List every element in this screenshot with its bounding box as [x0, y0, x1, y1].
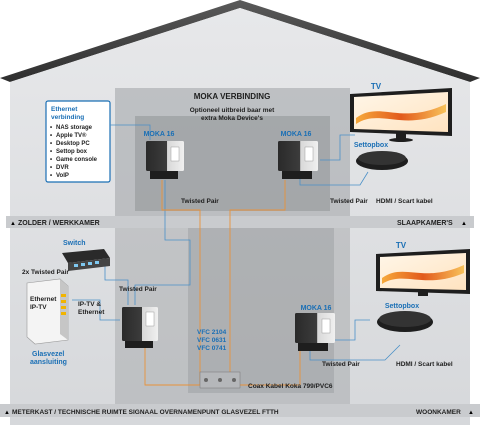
coax-label: Coax Kabel Koka 799/PVC6 — [248, 383, 333, 390]
ethernet-iptv-1: Ethernet — [30, 296, 57, 303]
ethernet-item: • — [50, 157, 52, 163]
tv-lower-label: TV — [396, 241, 407, 250]
ethernet-item: • — [50, 141, 52, 147]
moka-bottom-label: MOKA 16 — [301, 305, 332, 312]
twisted-pair-lower-right: Twisted Pair — [322, 361, 360, 368]
ethernet-heading-1: Ethernet — [51, 106, 78, 113]
glasvezel-1: Glasvezel — [32, 351, 64, 358]
floor-lower-left: METERKAST / TECHNISCHE RUIMTE SIGNAAL OV… — [12, 409, 279, 416]
ethernet-item-label: VoIP — [56, 173, 69, 179]
ethernet-item: • — [50, 149, 52, 155]
tv-upper: TV — [350, 82, 452, 142]
twisted-pair-mid: Twisted Pair — [119, 286, 157, 293]
iptv-ethernet-2: Ethernet — [78, 309, 105, 316]
vfc-label-2: VFC 0631 — [197, 337, 227, 344]
ethernet-item-label: NAS storage — [56, 125, 93, 131]
twisted-pair-upper-left: Twisted Pair — [181, 198, 219, 205]
ethernet-item-label: DVR — [56, 165, 69, 171]
cable-iptv-to-modem — [72, 299, 120, 321]
settopbox-lower: Settopbox — [377, 303, 433, 332]
floor-lower-left-arrow: ▲ — [4, 410, 10, 416]
moka-device-left: MOKA 16 — [144, 131, 184, 179]
floor-bar-upper — [6, 216, 474, 228]
cable-ethernet-to-moka-left — [110, 124, 151, 140]
modem-device — [122, 307, 158, 348]
floor-upper-left: ZOLDER / WERKKAMER — [18, 220, 100, 227]
floor-upper-right: SLAAPKAMER'S — [397, 220, 453, 227]
ethernet-heading-2: verbinding — [51, 114, 84, 121]
two-twisted-pair: 2x Twisted Pair — [22, 269, 69, 276]
coax-from-modem — [144, 345, 200, 386]
glasvezel-2: aansluiting — [30, 359, 67, 366]
cables — [72, 124, 401, 361]
cable-switch-to-modem — [104, 258, 129, 305]
moka-device-right: MOKA 16 — [278, 131, 318, 179]
switch-device: Switch — [62, 240, 110, 271]
ethernet-item: • — [50, 125, 52, 131]
subtitle-line1: Optioneel uitbreid baar met — [190, 107, 275, 114]
fiber-box — [26, 278, 69, 345]
twisted-pair-upper-right: Twisted Pair — [330, 198, 368, 205]
ethernet-item: • — [50, 133, 52, 139]
coax-splitter — [199, 371, 241, 389]
ethernet-item-label: Settop box — [56, 149, 88, 155]
coax-cables — [144, 180, 301, 386]
tv-lower: TV — [376, 241, 470, 296]
cable-upper-twisted-right — [299, 171, 369, 186]
floor-bar-lower — [0, 404, 480, 417]
settopbox-upper-label: Settopbox — [354, 142, 388, 149]
hdmi-scart-upper: HDMI / Scart kabel — [376, 198, 433, 205]
cable-mid-twisted — [134, 180, 191, 305]
settopbox-lower-label: Settopbox — [385, 303, 419, 310]
ethernet-box — [45, 100, 111, 183]
cable-lower-twisted-right — [309, 344, 401, 361]
switch-label: Switch — [63, 240, 86, 247]
iptv-ethernet-1: IP-TV & — [78, 301, 101, 308]
coax-right — [229, 180, 286, 385]
vfc-label-3: VFC 0741 — [197, 345, 227, 352]
ethernet-iptv-2: IP-TV — [30, 304, 47, 311]
ethernet-item-label: Desktop PC — [56, 141, 90, 147]
floor-lower-right: WOONKAMER — [416, 409, 461, 416]
ethernet-list: • NAS storage • Apple TV® • Desktop PC • Set… — [50, 125, 98, 179]
ethernet-item: • — [50, 173, 52, 179]
ethernet-item: • — [50, 165, 52, 171]
floor-upper-left-arrow: ▲ — [10, 221, 16, 227]
floor-lower-right-arrow: ▲ — [468, 410, 474, 416]
coax-left — [161, 180, 201, 385]
moka-device-bottom: MOKA 16 — [295, 305, 335, 351]
cable-lower-right — [325, 319, 370, 341]
subtitle-line2: extra Moka Device's — [201, 115, 263, 122]
settopbox-upper: Settopbox — [354, 142, 408, 170]
title: MOKA VERBINDING — [194, 92, 271, 101]
moka-left-label: MOKA 16 — [144, 131, 175, 138]
ethernet-item-label: Game console — [56, 157, 98, 163]
moka-right-label: MOKA 16 — [281, 131, 312, 138]
floor-upper-right-arrow: ▲ — [461, 221, 467, 227]
ethernet-item-label: Apple TV® — [56, 132, 87, 139]
hdmi-scart-lower: HDMI / Scart kabel — [396, 361, 453, 368]
coax-to-bottom-moka — [240, 345, 301, 386]
moka-zone-inner-lower — [188, 228, 334, 393]
cable-moka-right-to-settopbox — [320, 134, 355, 161]
tv-upper-label: TV — [371, 82, 382, 91]
vfc-label-1: VFC 2104 — [197, 329, 227, 336]
